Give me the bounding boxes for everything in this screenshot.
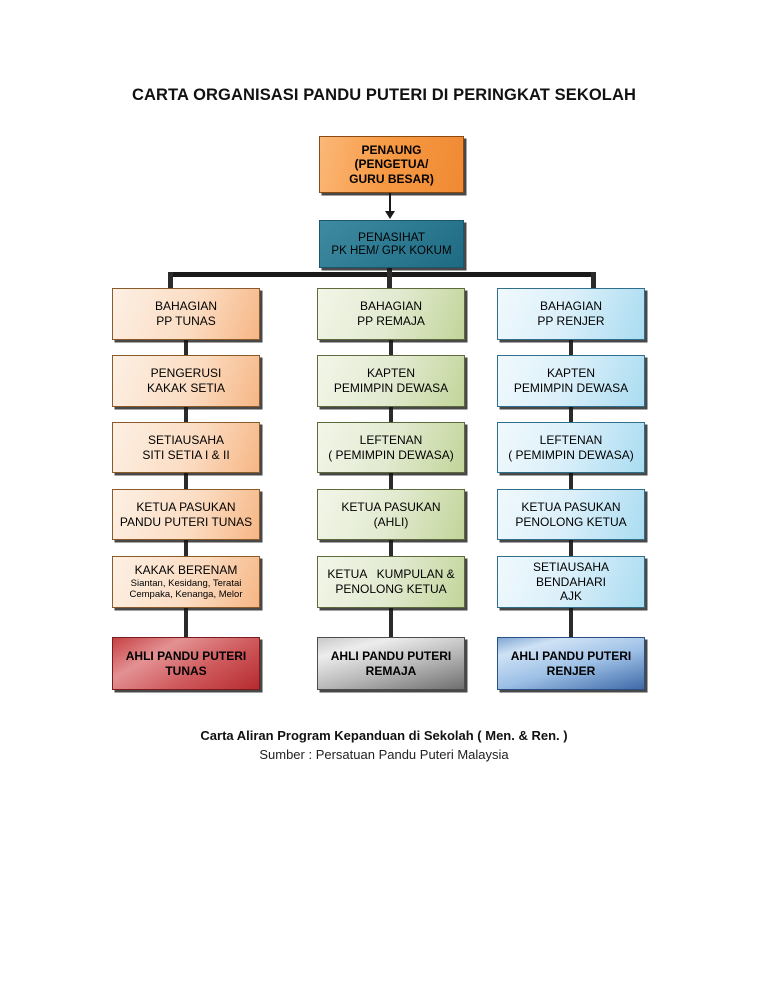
- connector-penaung-to-penasihat: [389, 193, 391, 215]
- connector-tunas-3-to-4: [184, 473, 188, 489]
- connector-tunas-2-to-3: [184, 407, 188, 422]
- connector-tunas-5-to-6: [184, 608, 188, 637]
- node-remaja-5[interactable]: KETUA KUMPULAN &PENOLONG KETUA: [317, 556, 465, 608]
- connector-renjer-1-to-2: [569, 340, 573, 355]
- node-remaja-5-line2: PENOLONG KETUA: [335, 582, 447, 596]
- node-renjer-3[interactable]: LEFTENAN( PEMIMPIN DEWASA): [497, 422, 645, 473]
- node-renjer-5-line2: BENDAHARI: [535, 574, 606, 589]
- connector-renjer-2-to-3: [569, 407, 573, 422]
- node-remaja-2-line2: PEMIMPIN DEWASA: [333, 381, 449, 395]
- node-renjer-3-line2: ( PEMIMPIN DEWASA): [508, 447, 634, 462]
- node-tunas-2-line2: KAKAK SETIA: [146, 381, 226, 395]
- connector-remaja-2-to-3: [389, 407, 393, 422]
- node-remaja-1-line1: BAHAGIAN: [359, 299, 422, 314]
- page-title: CARTA ORGANISASI PANDU PUTERI DI PERINGK…: [132, 86, 636, 104]
- node-tunas-terminal-line2: TUNAS: [165, 663, 207, 678]
- connector-drop-tunas: [168, 272, 173, 289]
- node-tunas-1-line1: BAHAGIAN: [154, 299, 217, 314]
- node-remaja-5-line1: KETUA KUMPULAN &: [327, 567, 455, 582]
- node-tunas-1-line2: PP TUNAS: [156, 314, 216, 328]
- node-remaja-2-line1: KAPTEN: [366, 366, 415, 381]
- connector-renjer-5-to-6: [569, 608, 573, 637]
- arrowhead-penasihat: [385, 211, 395, 219]
- connector-remaja-1-to-2: [389, 340, 393, 355]
- node-tunas-5-sub2: Cempaka, Kenanga, Melor: [129, 589, 243, 601]
- node-remaja-1-line2: PP REMAJA: [357, 314, 425, 328]
- node-remaja-terminal-line1: AHLI PANDU PUTERI: [330, 648, 452, 663]
- node-tunas-terminal-line1: AHLI PANDU PUTERI: [125, 648, 247, 663]
- node-tunas-3-line2: SITI SETIA I & II: [142, 447, 230, 462]
- node-renjer-3-line1: LEFTENAN: [539, 432, 603, 447]
- node-remaja-3-line1: LEFTENAN: [359, 432, 423, 447]
- connector-renjer-4-to-5: [569, 540, 573, 556]
- node-penasihat-line2: PK HEM/ GPK KOKUM: [331, 245, 452, 258]
- node-renjer-5-line1: SETIAUSAHA: [532, 560, 610, 575]
- node-tunas-5-line1: KAKAK BERENAM: [134, 563, 238, 578]
- node-penasihat[interactable]: PENASIHAT PK HEM/ GPK KOKUM: [319, 220, 464, 268]
- node-renjer-1-line1: BAHAGIAN: [539, 299, 602, 314]
- footer-source: Sumber : Persatuan Pandu Puteri Malaysia: [259, 747, 509, 762]
- node-remaja-terminal-line2: REMAJA: [365, 663, 417, 678]
- footer-caption: Carta Aliran Program Kepanduan di Sekola…: [200, 728, 568, 743]
- node-renjer-4-line1: KETUA PASUKAN: [521, 499, 621, 514]
- node-renjer-4-line2: PENOLONG KETUA: [515, 514, 627, 529]
- node-renjer-5-line3: AJK: [559, 589, 582, 604]
- node-tunas-3-line1: SETIAUSAHA: [147, 432, 225, 447]
- node-renjer-1-line2: PP RENJER: [537, 314, 605, 328]
- node-tunas-5-sub1: Siantan, Kesidang, Teratai: [130, 577, 242, 589]
- connector-renjer-3-to-4: [569, 473, 573, 489]
- connector-tunas-1-to-2: [184, 340, 188, 355]
- node-penaung-line1: PENAUNG: [361, 142, 422, 157]
- node-tunas-4-line1: KETUA PASUKAN: [136, 499, 236, 514]
- node-remaja-4-line2: (AHLI): [373, 514, 409, 529]
- connector-remaja-4-to-5: [389, 540, 393, 556]
- node-renjer-terminal-line2: RENJER: [546, 663, 596, 678]
- connector-horizontal-bus: [168, 272, 596, 277]
- connector-drop-renjer: [591, 272, 596, 289]
- node-penaung[interactable]: PENAUNG (PENGETUA/ GURU BESAR): [319, 136, 464, 193]
- node-tunas-4-line2: PANDU PUTERI TUNAS: [119, 514, 253, 529]
- node-renjer-2-line2: PEMIMPIN DEWASA: [513, 381, 629, 395]
- node-remaja-3[interactable]: LEFTENAN( PEMIMPIN DEWASA): [317, 422, 465, 473]
- connector-remaja-5-to-6: [389, 608, 393, 637]
- node-remaja-4[interactable]: KETUA PASUKAN(AHLI): [317, 489, 465, 540]
- node-remaja-4-line1: KETUA PASUKAN: [341, 499, 441, 514]
- node-penaung-line3: GURU BESAR): [349, 171, 434, 186]
- connector-tunas-4-to-5: [184, 540, 188, 556]
- node-penaung-line2: (PENGETUA/: [354, 157, 429, 172]
- node-renjer-terminal-line1: AHLI PANDU PUTERI: [510, 648, 632, 663]
- connector-drop-remaja: [387, 272, 392, 289]
- node-penasihat-line1: PENASIHAT: [357, 229, 426, 244]
- node-tunas-2-line1: PENGERUSI: [150, 366, 222, 381]
- connector-remaja-3-to-4: [389, 473, 393, 489]
- node-renjer-2-line1: KAPTEN: [546, 366, 595, 381]
- node-remaja-3-line2: ( PEMIMPIN DEWASA): [328, 447, 454, 462]
